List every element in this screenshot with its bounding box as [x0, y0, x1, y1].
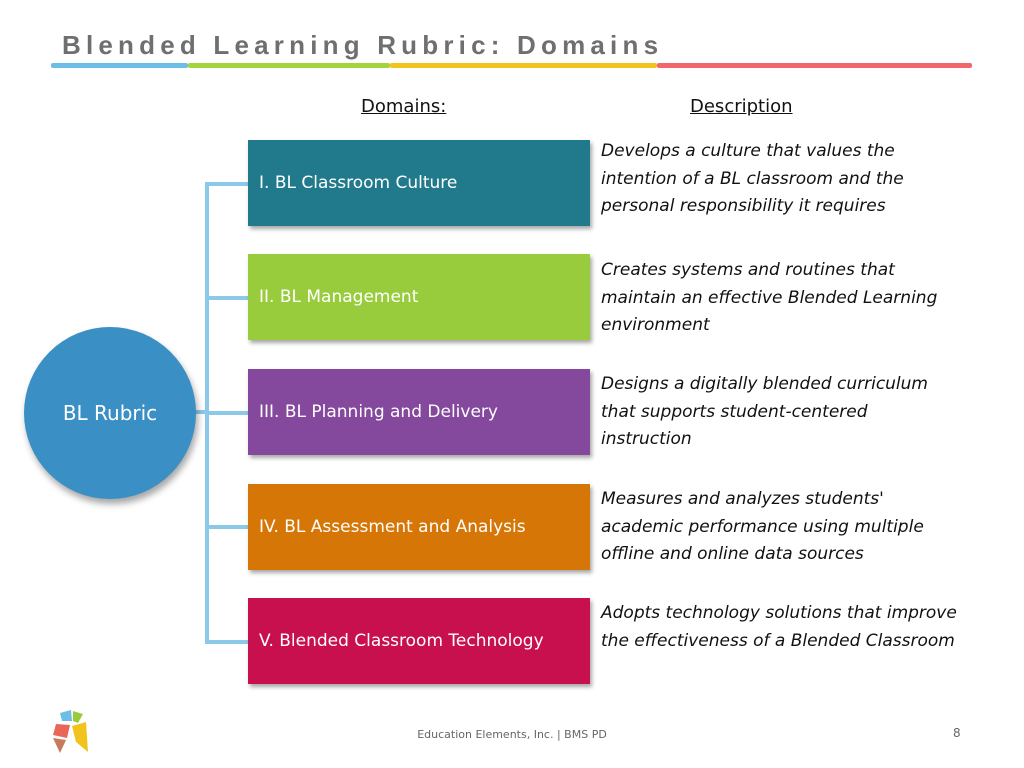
domain-box-management: II. BL Management	[248, 254, 590, 340]
connector-hub-link	[194, 410, 208, 414]
title-rule-segment-3	[390, 63, 657, 68]
domain-description-5: Adopts technology solutions that improve…	[601, 603, 957, 651]
title-rule-segment-4	[657, 63, 972, 68]
connector-branch-3	[205, 411, 248, 415]
domain-label: II. BL Management	[259, 287, 419, 307]
domain-box-planning-delivery: III. BL Planning and Delivery	[248, 369, 590, 455]
description-column-header: Description	[690, 96, 793, 117]
education-elements-logo-icon	[53, 710, 88, 753]
connector-branch-5	[205, 640, 248, 644]
domain-label: III. BL Planning and Delivery	[259, 402, 498, 422]
footer-text: Education Elements, Inc. | BMS PD	[417, 728, 607, 741]
page-number: 8	[953, 726, 961, 740]
connector-branch-2	[205, 296, 248, 300]
hub-label: BL Rubric	[62, 401, 158, 425]
domain-description-2: Creates systems and routines that mainta…	[601, 260, 938, 335]
connector-branch-1	[205, 182, 248, 186]
domain-box-classroom-technology: V. Blended Classroom Technology	[248, 598, 590, 684]
domain-description-3: Designs a digitally blended curriculum t…	[601, 374, 928, 449]
domain-label: I. BL Classroom Culture	[259, 173, 458, 193]
domain-box-classroom-culture: I. BL Classroom Culture	[248, 140, 590, 226]
domain-description-4: Measures and analyzes students' academic…	[601, 489, 924, 564]
connector-branch-4	[205, 525, 248, 529]
bl-rubric-hub: BL Rubric	[24, 327, 196, 499]
domain-label: IV. BL Assessment and Analysis	[259, 517, 526, 537]
title-rule-segment-2	[188, 63, 390, 68]
slide-title: Blended Learning Rubric: Domains	[62, 30, 664, 60]
domain-label: V. Blended Classroom Technology	[259, 631, 544, 651]
domain-box-assessment-analysis: IV. BL Assessment and Analysis	[248, 484, 590, 570]
title-rule-segment-1	[51, 63, 188, 68]
domain-description-1: Develops a culture that values the inten…	[601, 141, 904, 216]
domains-column-header: Domains:	[361, 96, 447, 117]
